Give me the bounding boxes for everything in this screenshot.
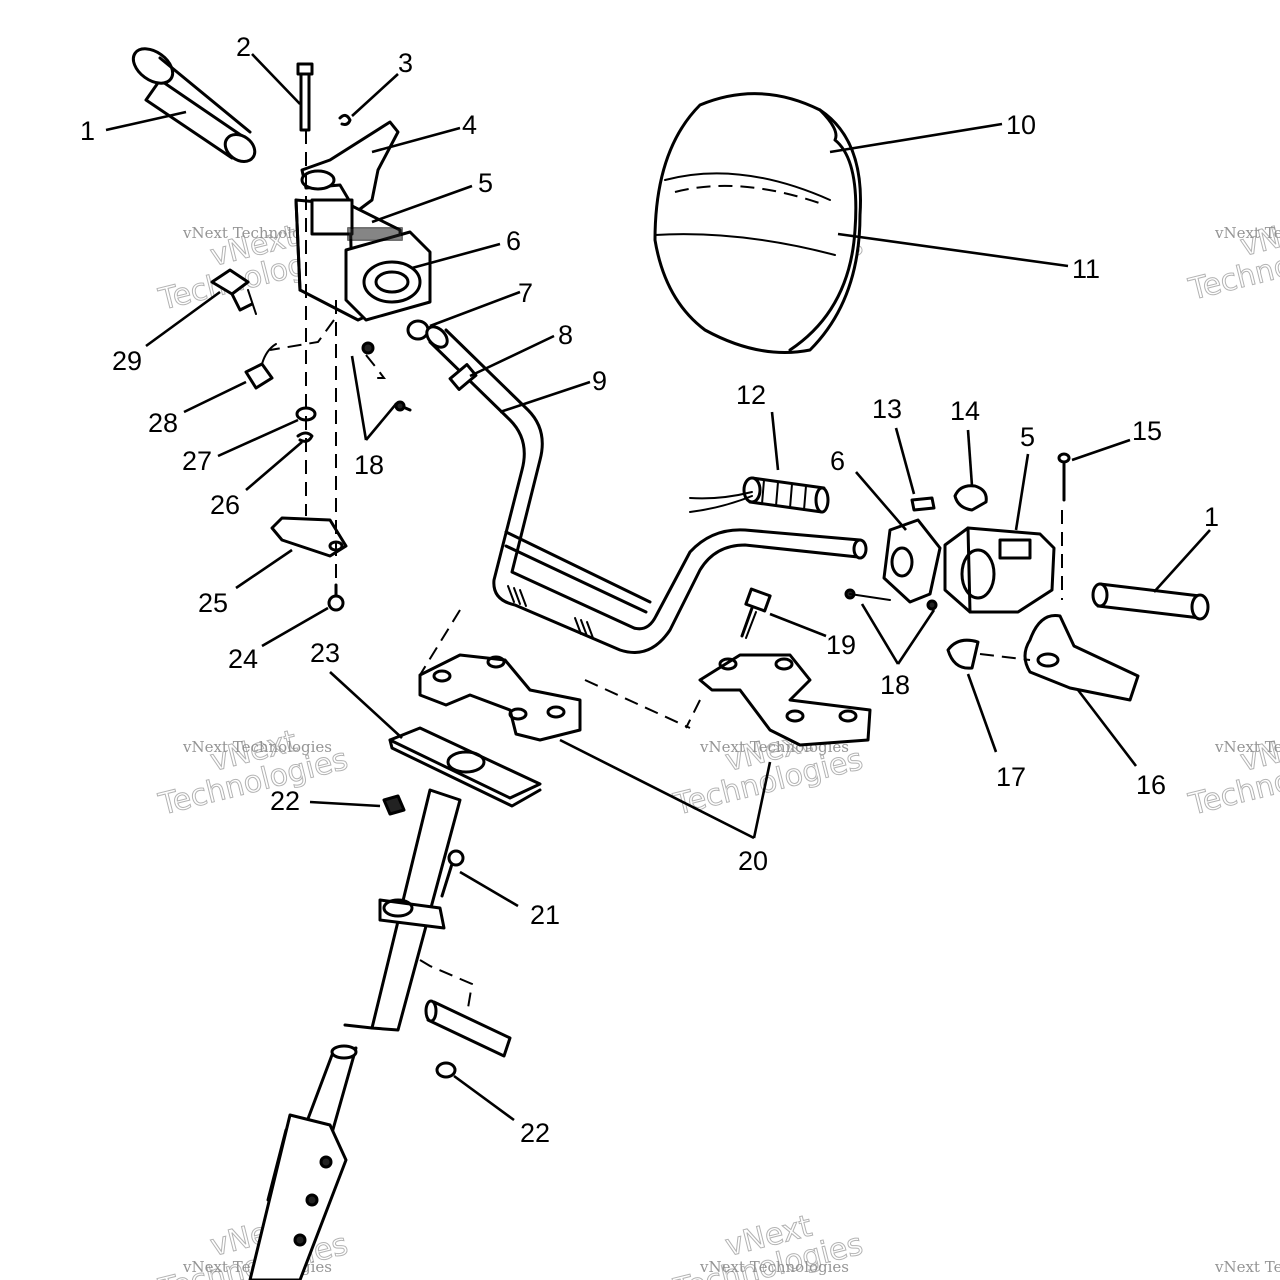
part-bolt-21 (440, 849, 465, 898)
watermark: vNext Technologies (1184, 208, 1280, 308)
callout-label: 15 (1132, 416, 1162, 446)
watermark-small: vNext Technologies (182, 224, 332, 242)
part-brake-lever (300, 120, 400, 214)
watermark: vNext Technologies (154, 723, 351, 823)
callout-label: 27 (182, 446, 212, 476)
watermark-small: vNext Technologies (1214, 224, 1280, 242)
callout-label: 18 (354, 450, 384, 480)
callout-label: 10 (1006, 110, 1036, 140)
part-pin-15-head (1057, 452, 1071, 464)
callout-label: 6 (506, 226, 521, 256)
part-clip-3 (338, 113, 352, 126)
callout-label: 11 (1072, 254, 1100, 284)
part-left-housing (294, 198, 432, 322)
callout-label: 14 (950, 396, 980, 426)
part-bushing-7 (406, 319, 430, 341)
part-clip-17 (946, 638, 980, 670)
callout-label: 5 (1020, 422, 1035, 452)
part-throttle-grip-heater (689, 476, 830, 514)
part-13 (910, 496, 936, 512)
callout-label: 26 (210, 490, 240, 520)
callout-label: 1 (1204, 502, 1219, 532)
callout-label: 3 (398, 48, 413, 78)
leader-lines (105, 53, 1211, 1122)
callout-label: 19 (826, 630, 856, 660)
callout-label: 8 (558, 320, 573, 350)
callout-label: 17 (996, 762, 1026, 792)
callout-label: 5 (478, 168, 493, 198)
part-steering-arm (248, 1113, 348, 1280)
part-clamp-right (698, 653, 872, 747)
part-left-grip (131, 47, 257, 164)
watermark-small: vNext Technologies (182, 738, 332, 756)
part-plug-28 (244, 343, 277, 390)
part-nut-22-lower (435, 1061, 457, 1079)
part-switch-29 (210, 268, 257, 315)
part-pin-2 (296, 62, 314, 132)
part-screw-24 (327, 583, 345, 612)
watermark: vNext Technologies (1184, 723, 1280, 823)
part-windshield (653, 92, 862, 354)
assembly-dashes (269, 130, 1063, 1009)
part-nut-22-upper (382, 794, 406, 816)
callout-label: 24 (228, 644, 258, 674)
part-clip-26 (296, 431, 314, 443)
callout-label: 22 (270, 786, 300, 816)
callout-label: 18 (880, 670, 910, 700)
callout-label: 12 (736, 380, 766, 410)
watermark-small: vNext Technologies (1214, 1258, 1280, 1276)
part-lever-16 (1023, 614, 1140, 702)
part-cap-25 (270, 516, 348, 558)
part-right-grip (1091, 582, 1210, 621)
callout-label: 9 (592, 366, 607, 396)
callout-label: 22 (520, 1118, 550, 1148)
part-handlebar (425, 325, 868, 654)
part-steering-plate (388, 726, 542, 808)
part-screws-18-left (361, 341, 412, 412)
callout-label: 21 (530, 900, 560, 930)
part-steering-post (298, 788, 462, 1142)
callout-label: 2 (236, 32, 251, 62)
callout-label: 4 (462, 110, 477, 140)
callout-label: 13 (872, 394, 902, 424)
part-spacer-tube (424, 999, 512, 1058)
callout-label: 7 (518, 278, 533, 308)
callout-label: 28 (148, 408, 178, 438)
callout-label: 29 (112, 346, 142, 376)
watermark-small: vNext Technologies (1214, 738, 1280, 756)
callout-label: 6 (830, 446, 845, 476)
part-right-housing (882, 518, 1056, 614)
part-bolt-19 (740, 587, 772, 639)
part-screws-18-right (844, 588, 938, 611)
parts (131, 47, 1210, 1280)
callout-labels: 1 2 3 4 5 6 7 8 9 10 11 12 6 13 14 5 15 … (80, 32, 1219, 1148)
watermark-small: vNext Technologies (699, 1258, 849, 1276)
callout-label: 1 (80, 116, 95, 146)
callout-label: 23 (310, 638, 340, 668)
callout-label: 16 (1136, 770, 1166, 800)
part-clamp-upper-left (418, 653, 582, 742)
callout-label: 25 (198, 588, 228, 618)
part-14 (953, 484, 988, 512)
callout-label: 20 (738, 846, 768, 876)
